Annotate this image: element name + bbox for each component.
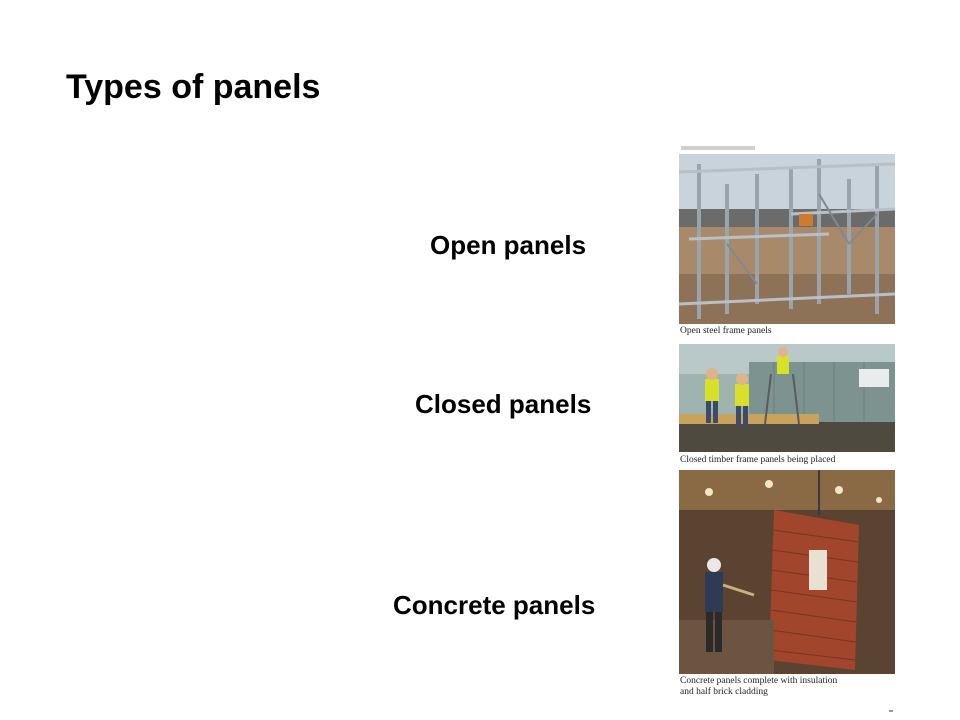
page-mark xyxy=(889,710,893,712)
faint-text-mark xyxy=(681,146,755,150)
caption-open-steel-frame: Open steel frame panels xyxy=(680,326,772,336)
label-concrete-panels: Concrete panels xyxy=(393,590,596,620)
slide-title: Types of panels xyxy=(66,68,321,106)
photo-closed-timber-frame xyxy=(679,344,895,452)
photo-open-steel-frame xyxy=(679,154,895,324)
caption-concrete-line-1: Concrete panels complete with insulation xyxy=(680,676,838,686)
label-open-panels: Open panels xyxy=(430,230,587,260)
caption-concrete-panels: Concrete panels complete with insulation… xyxy=(680,676,910,698)
caption-concrete-line-2: and half brick cladding xyxy=(680,687,768,697)
photo-concrete-panels xyxy=(679,470,895,674)
label-closed-panels: Closed panels xyxy=(415,389,592,419)
caption-closed-timber-frame: Closed timber frame panels being placed xyxy=(680,455,836,465)
